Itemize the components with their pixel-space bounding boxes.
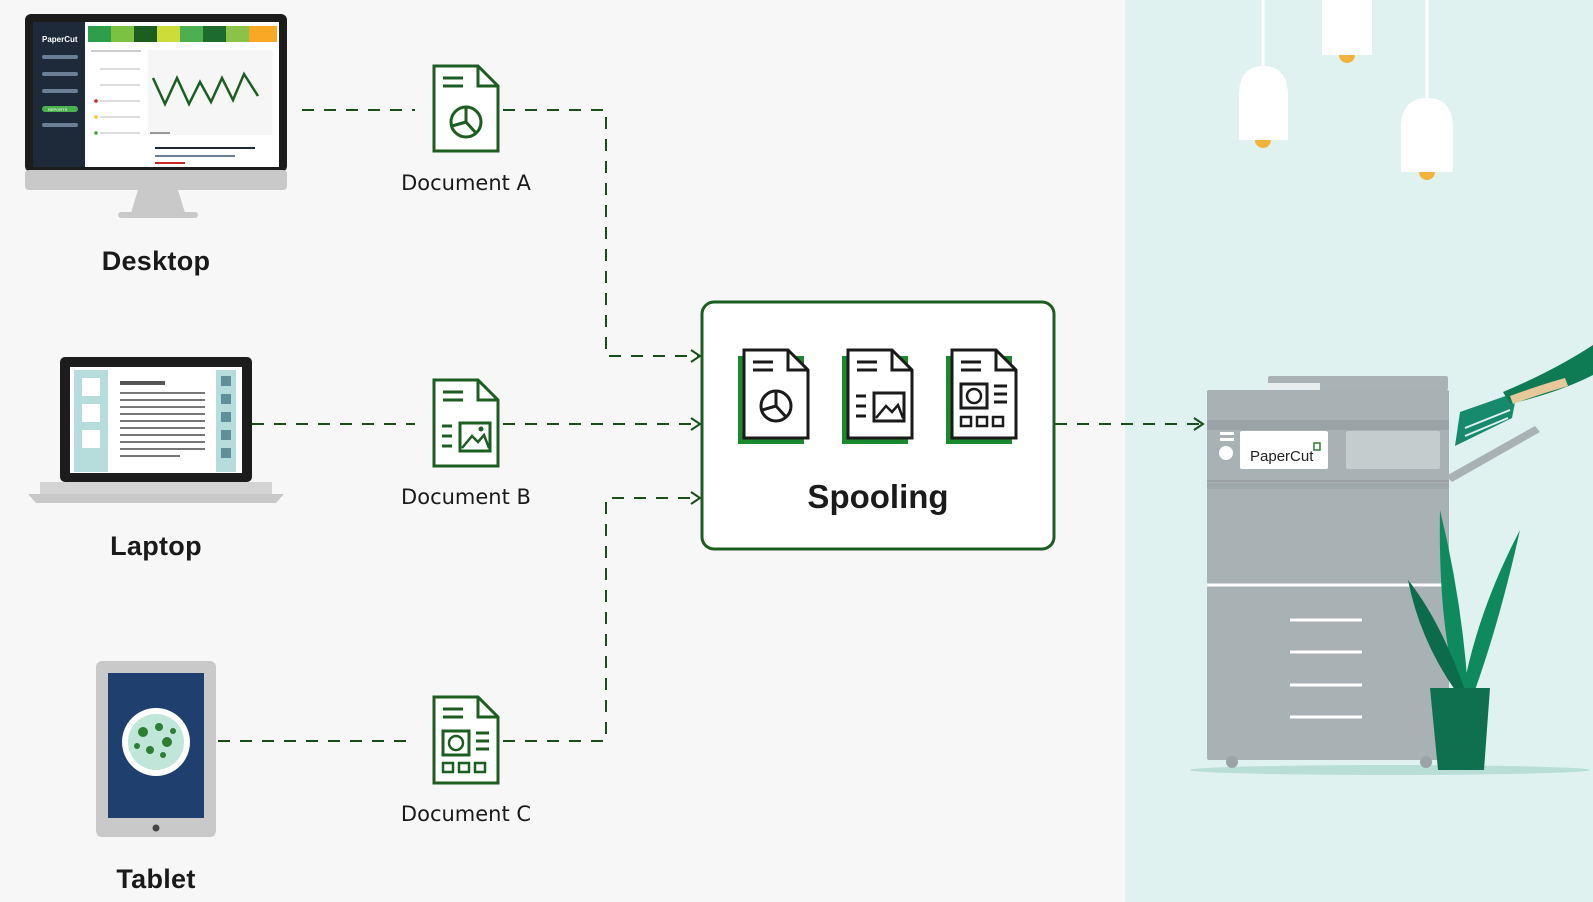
laptop-icon bbox=[28, 357, 284, 503]
spooling-label: Spooling bbox=[807, 478, 949, 515]
document-c-label: Document C bbox=[400, 802, 532, 826]
tablet-icon bbox=[96, 661, 216, 837]
spool-document-2-icon bbox=[842, 348, 914, 444]
tablet-label: Tablet bbox=[116, 864, 196, 894]
desktop-icon: PaperCut REPORTS bbox=[25, 14, 287, 218]
desktop-screen-logo: PaperCut bbox=[42, 35, 78, 44]
spool-document-1-icon bbox=[738, 348, 810, 444]
document-c-icon bbox=[432, 695, 500, 785]
document-b-icon bbox=[432, 378, 500, 468]
laptop-label: Laptop bbox=[110, 531, 202, 561]
document-a-label: Document A bbox=[401, 171, 531, 195]
plant-illustration bbox=[1408, 510, 1520, 770]
desktop-screen-nav-badge: REPORTS bbox=[48, 107, 68, 112]
document-b-label: Document B bbox=[401, 485, 531, 509]
printer-brand-mark bbox=[1313, 442, 1321, 451]
printer-brand-label: PaperCut bbox=[1250, 448, 1314, 465]
flow-connectors bbox=[218, 109, 1205, 742]
spool-document-3-icon bbox=[946, 348, 1018, 444]
desktop-label: Desktop bbox=[101, 246, 211, 276]
floor-shadow bbox=[1190, 765, 1590, 775]
printer-illustration bbox=[1207, 345, 1593, 768]
document-a-icon bbox=[432, 64, 500, 153]
ceiling-lamps bbox=[1239, 0, 1453, 180]
